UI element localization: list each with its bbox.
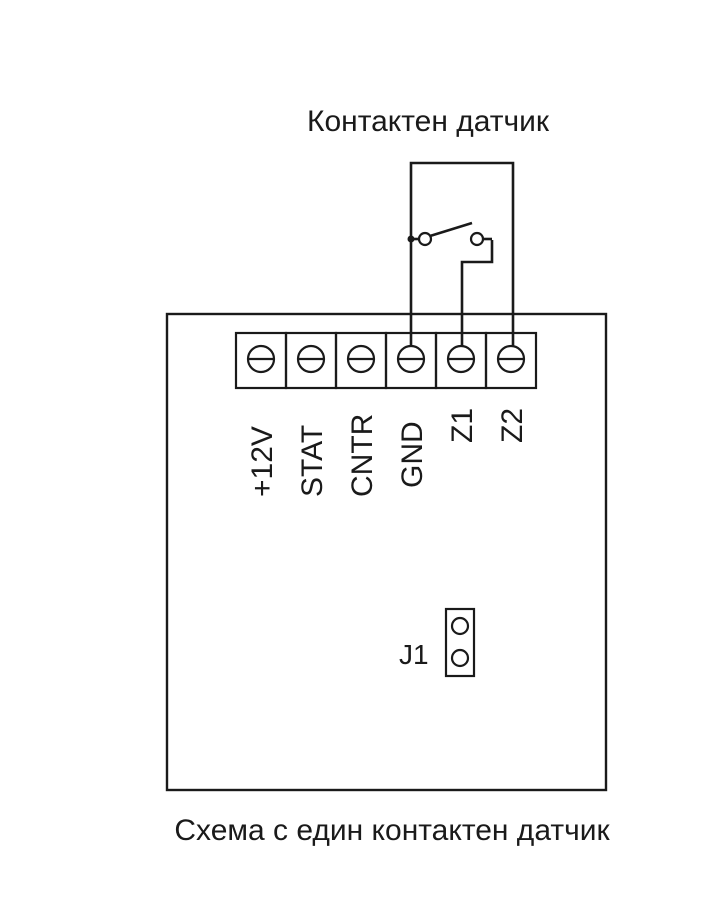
screw-icon — [396, 344, 426, 374]
screw-icon — [496, 344, 526, 374]
diagram-caption: Схема с един контактен датчик — [174, 814, 610, 847]
terminal-block — [234, 331, 538, 390]
jumper-j1 — [444, 607, 476, 678]
screw-icon — [346, 344, 376, 374]
terminal-label-z1: Z1 — [446, 408, 479, 443]
terminal-label-cntr: CNTR — [346, 414, 379, 497]
screw-icon — [296, 344, 326, 374]
loop-wire — [409, 161, 515, 346]
jumper-pin-icon — [450, 616, 470, 636]
terminal-cell-12v — [234, 331, 288, 390]
contact-switch-icon — [407, 221, 492, 247]
sensor-title: Контактен датчик — [307, 105, 550, 138]
screw-icon — [446, 344, 476, 374]
terminal-label-12v: +12V — [246, 426, 279, 497]
terminal-cell-z2 — [484, 331, 538, 390]
screw-icon — [246, 344, 276, 374]
sensor-wiring — [409, 161, 515, 346]
jumper-label: J1 — [399, 639, 429, 670]
terminal-label-stat: STAT — [296, 425, 329, 497]
z1-wire — [460, 240, 494, 346]
terminal-cell-stat — [284, 331, 338, 390]
jumper-housing — [444, 607, 476, 678]
terminal-label-z2: Z2 — [496, 408, 529, 443]
terminal-cell-cntr — [334, 331, 388, 390]
control-board — [165, 312, 608, 792]
terminal-label-gnd: GND — [396, 421, 429, 488]
jumper-pin-icon — [450, 648, 470, 668]
